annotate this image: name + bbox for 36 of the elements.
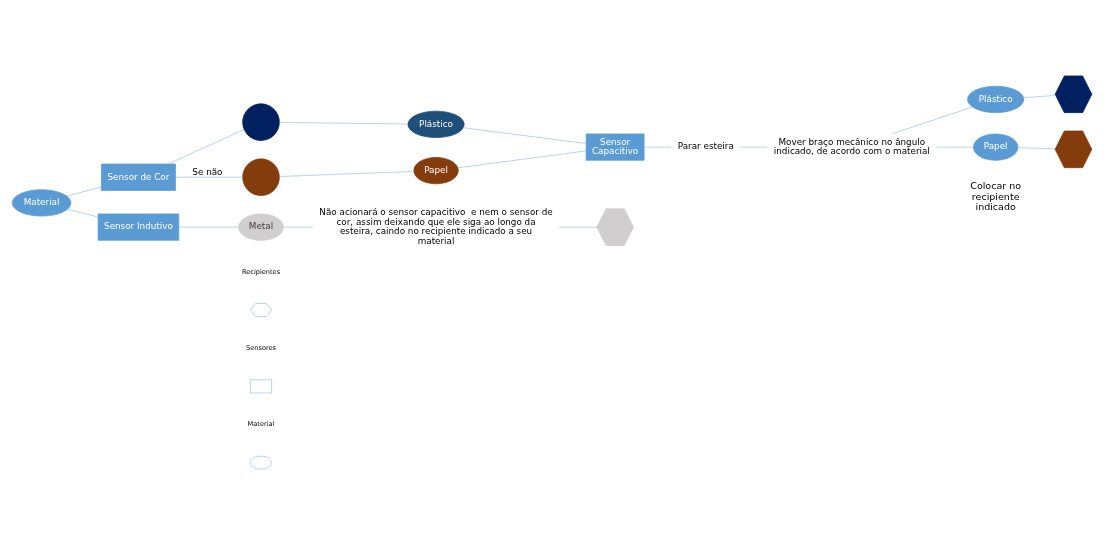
connector [1023,95,1057,98]
connector [558,226,597,228]
node-ellipse: Metal [238,213,284,241]
connector [66,186,102,197]
connector [462,127,587,144]
connector [67,208,99,218]
edge-label: Se não [192,166,223,177]
connector [1017,147,1056,150]
node-ellipse: Plástico [407,110,465,138]
node-box: Sensor Indutivo [97,213,180,241]
connector [175,176,243,178]
connector [279,171,415,177]
connector [457,150,587,169]
connector [168,129,245,165]
connector [283,226,314,228]
node-box: Sensor de Cor [101,163,176,191]
connector [178,226,239,228]
connector [891,106,973,135]
label: Colocar no recipiente indicado [970,180,1022,212]
node-text: Não acionará o sensor capacitivo e nem o sensor de cor, assim deixando que ele siga ao longo da esteira, caindo no recipiente indicado a seu material [319,207,553,246]
node-hexagon [1054,130,1093,169]
node-hexagon [1054,75,1093,113]
connector [279,122,409,125]
node-ellipse: Material [11,189,72,217]
node-ellipse: Papel [413,157,459,185]
node-circle [242,103,280,141]
connector [740,146,768,148]
node-circle [242,158,280,196]
node-text: Mover braço mecânico no ângulo indicado, de acordo com o material [773,136,930,157]
node-hexagon [596,208,634,246]
node-ellipse: Papel [973,133,1019,161]
node-ellipse: Plástico [967,85,1025,113]
node-text: Parar esteira [677,141,734,152]
connector [643,146,672,148]
connector [936,146,974,148]
node-box: Sensor Capacitivo [585,133,645,161]
